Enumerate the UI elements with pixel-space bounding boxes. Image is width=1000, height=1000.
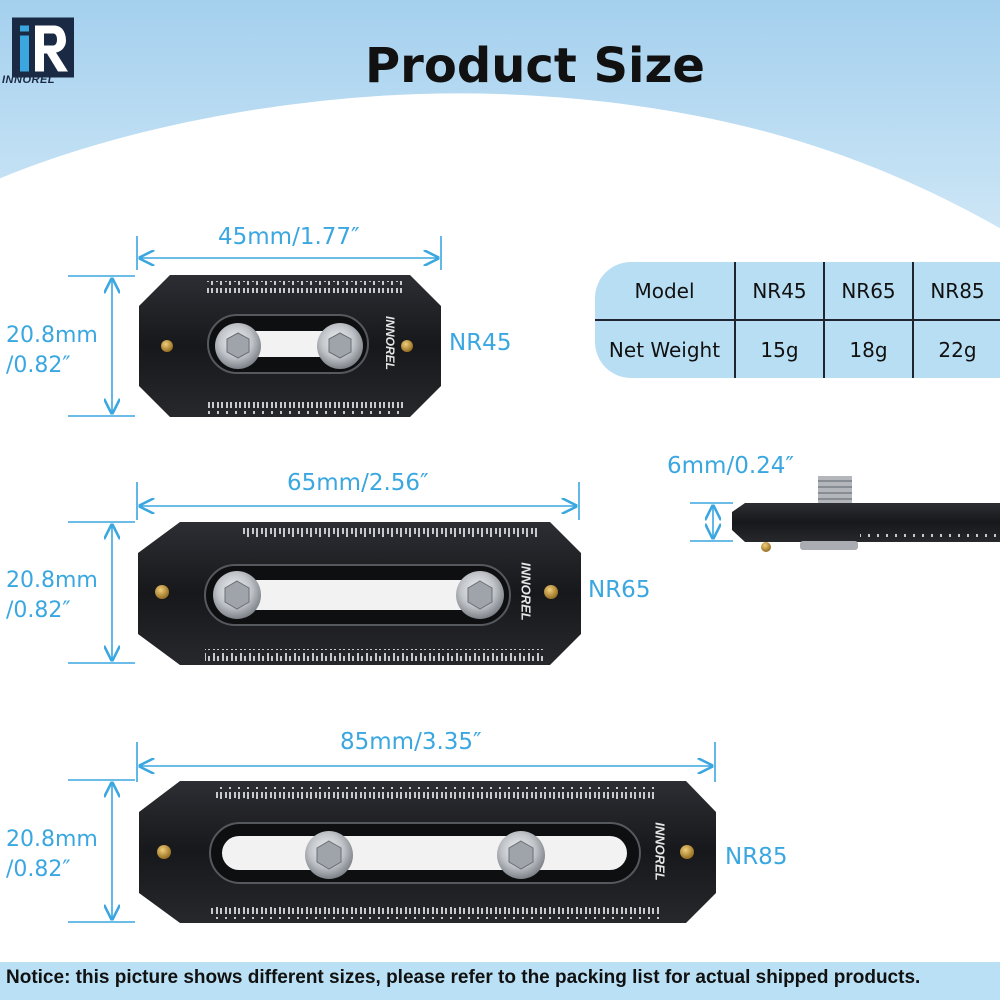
brand-logo bbox=[12, 17, 74, 78]
nr65-plate bbox=[138, 522, 581, 665]
table-cell-model: NR65 bbox=[823, 262, 914, 321]
table-cell-model: NR85 bbox=[912, 262, 1000, 321]
nr45-height-label: 20.8mm /0.82″ bbox=[6, 321, 98, 381]
table-cell-weight: 18g bbox=[823, 319, 914, 378]
thickness-label: 6mm/0.24″ bbox=[667, 453, 794, 479]
nr45-length-label: 45mm/1.77″ bbox=[218, 224, 360, 250]
nr65-length-label: 65mm/2.56″ bbox=[287, 470, 429, 496]
side-profile bbox=[690, 476, 1000, 552]
nr65-model-label: NR65 bbox=[588, 577, 651, 603]
spec-table: Model NR45 NR65 NR85 Net Weight 15g 18g … bbox=[595, 262, 1000, 378]
nr65-height-in: /0.82″ bbox=[6, 598, 71, 623]
nr65-height-dimension bbox=[68, 521, 135, 664]
nr85-plate bbox=[139, 781, 716, 923]
nr85-height-in: /0.82″ bbox=[6, 857, 71, 882]
nr45-engraving: INNOREL bbox=[383, 316, 397, 370]
nr65-height-mm: 20.8mm bbox=[6, 568, 98, 593]
nr45-height-in: /0.82″ bbox=[6, 353, 71, 378]
table-row: Model NR45 NR65 NR85 bbox=[595, 262, 1000, 321]
table-cell-weight: 22g bbox=[912, 319, 1000, 378]
brand-name: INNOREL bbox=[2, 74, 55, 86]
row-label-model: Model bbox=[595, 262, 736, 321]
nr45-height-mm: 20.8mm bbox=[6, 323, 98, 348]
nr85-height-dimension bbox=[68, 779, 135, 923]
notice-text: Notice: this picture shows different siz… bbox=[6, 967, 921, 988]
nr85-height-label: 20.8mm /0.82″ bbox=[6, 825, 98, 885]
header-background bbox=[0, 0, 1000, 230]
nr85-engraving: INNOREL bbox=[652, 822, 668, 881]
nr85-length-dimension bbox=[136, 742, 716, 782]
nr85-height-mm: 20.8mm bbox=[6, 827, 98, 852]
nr65-height-label: 20.8mm /0.82″ bbox=[6, 566, 98, 626]
nr45-plate bbox=[139, 275, 441, 417]
nr85-length-label: 85mm/3.35″ bbox=[340, 729, 482, 755]
table-cell-weight: 15g bbox=[734, 319, 825, 378]
nr65-length-dimension bbox=[136, 482, 580, 520]
nr85-model-label: NR85 bbox=[725, 844, 788, 870]
nr45-height-dimension bbox=[68, 275, 135, 417]
nr45-length-dimension bbox=[136, 236, 442, 270]
nr65-engraving: INNOREL bbox=[518, 562, 534, 621]
table-cell-model: NR45 bbox=[734, 262, 825, 321]
table-row: Net Weight 15g 18g 22g bbox=[595, 319, 1000, 378]
page-title: Product Size bbox=[365, 38, 705, 94]
nr45-model-label: NR45 bbox=[449, 330, 512, 356]
notice-bar bbox=[0, 962, 1000, 1000]
row-label-net-weight: Net Weight bbox=[595, 319, 736, 378]
